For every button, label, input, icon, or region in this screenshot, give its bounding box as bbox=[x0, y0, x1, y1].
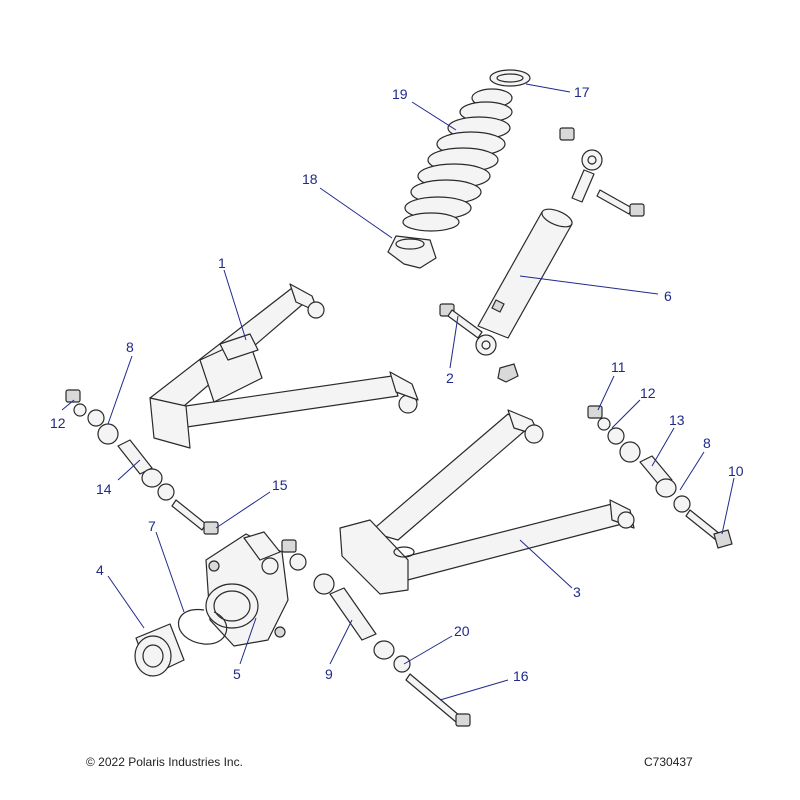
callout-9: 9 bbox=[325, 666, 333, 682]
part-4-bearing bbox=[134, 623, 185, 677]
part-2-bolt bbox=[439, 303, 483, 339]
document-id: C730437 bbox=[644, 755, 693, 769]
part-7-retaining-ring bbox=[178, 608, 228, 645]
callout-18: 18 bbox=[302, 171, 318, 187]
part-6-shock-absorber bbox=[475, 127, 603, 356]
part-17-snap-ring bbox=[489, 69, 531, 87]
callout-1: 1 bbox=[218, 255, 226, 271]
callout-20: 20 bbox=[454, 623, 470, 639]
callout-8-left: 8 bbox=[126, 339, 134, 355]
callout-14: 14 bbox=[96, 481, 112, 497]
callout-6: 6 bbox=[664, 288, 672, 304]
right-bushing-stack bbox=[587, 405, 733, 549]
callout-2: 2 bbox=[446, 370, 454, 386]
callout-3: 3 bbox=[573, 584, 581, 600]
left-bushing-stack bbox=[65, 389, 219, 535]
callout-4: 4 bbox=[96, 562, 104, 578]
callout-12-left: 12 bbox=[50, 415, 66, 431]
part-5-knuckle bbox=[205, 531, 289, 647]
callout-10: 10 bbox=[728, 463, 744, 479]
part-19-coil-spring bbox=[402, 88, 513, 232]
copyright-notice: © 2022 Polaris Industries Inc. bbox=[86, 755, 243, 769]
callout-16: 16 bbox=[513, 668, 529, 684]
part-1-upper-a-arm bbox=[149, 283, 419, 449]
callout-12-right: 12 bbox=[640, 385, 656, 401]
shock-lower-nut bbox=[497, 363, 519, 383]
part-18-spring-retainer bbox=[387, 235, 437, 269]
callout-17: 17 bbox=[574, 84, 590, 100]
callout-5: 5 bbox=[233, 666, 241, 682]
leader-lines bbox=[61, 83, 735, 701]
callout-11: 11 bbox=[611, 359, 626, 375]
callout-13: 13 bbox=[669, 412, 685, 428]
callout-7: 7 bbox=[148, 518, 156, 534]
part-3-lower-a-arm bbox=[339, 409, 635, 595]
callout-15: 15 bbox=[272, 477, 288, 493]
callout-labels: 1 2 3 4 5 6 7 8 8 9 10 11 12 12 13 14 15… bbox=[50, 84, 744, 684]
center-bushing-stack bbox=[281, 539, 471, 727]
shock-upper-bolt bbox=[596, 189, 645, 217]
callout-8-right: 8 bbox=[703, 435, 711, 451]
callout-19: 19 bbox=[392, 86, 408, 102]
